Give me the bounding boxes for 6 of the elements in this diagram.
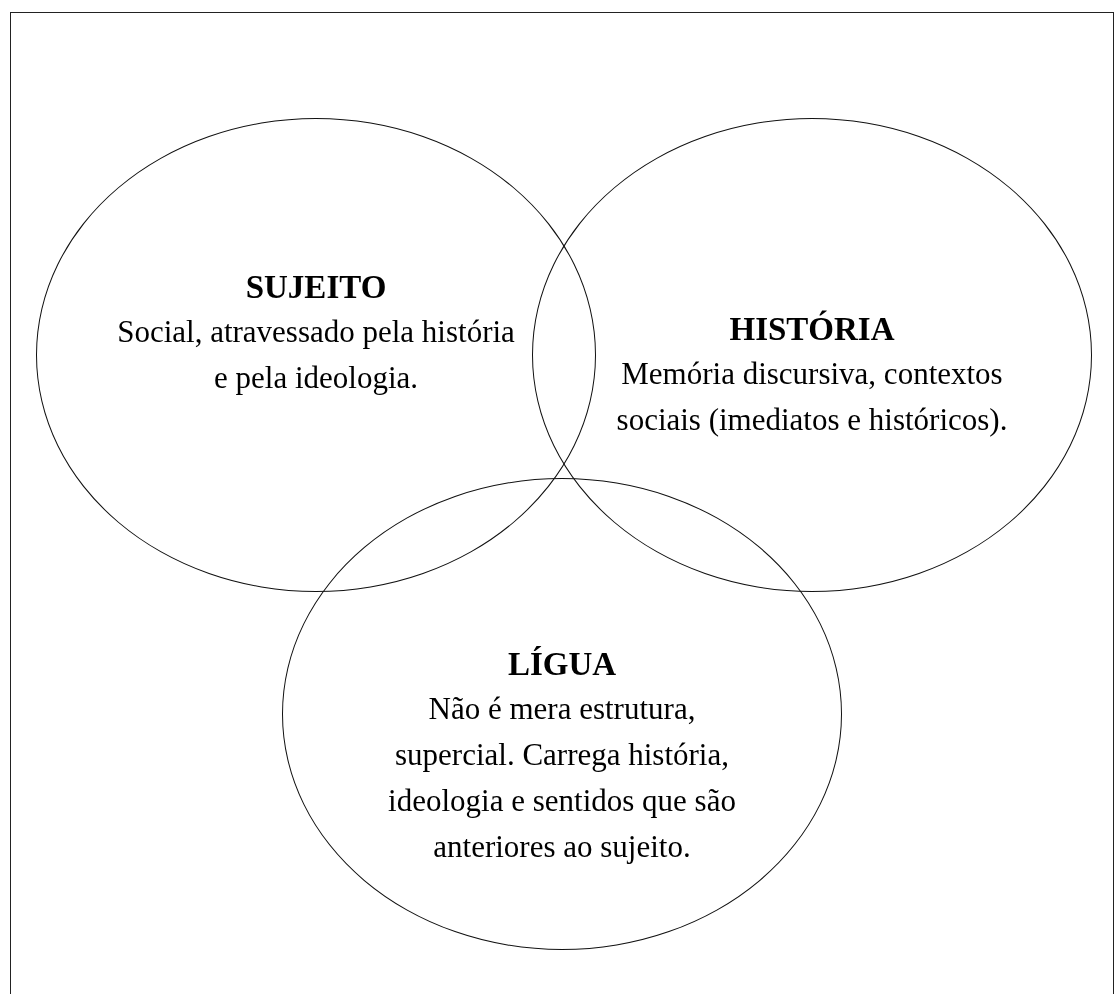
ellipse-heading: LÍGUA	[506, 645, 618, 684]
ellipse-text: Não é mera estrutura, supercial. Carrega história, ideologia e sentidos que são anteriores ao sujeito.	[387, 690, 737, 866]
ellipse-text: Memória discursiva, contextos sociais (imediatos e históricos).	[615, 355, 1009, 439]
ellipse-text: Social, atravessado pela história e pela ideologia.	[116, 313, 516, 397]
ellipse-heading: SUJEITO	[244, 268, 388, 307]
ellipse-heading: HISTÓRIA	[728, 309, 896, 349]
